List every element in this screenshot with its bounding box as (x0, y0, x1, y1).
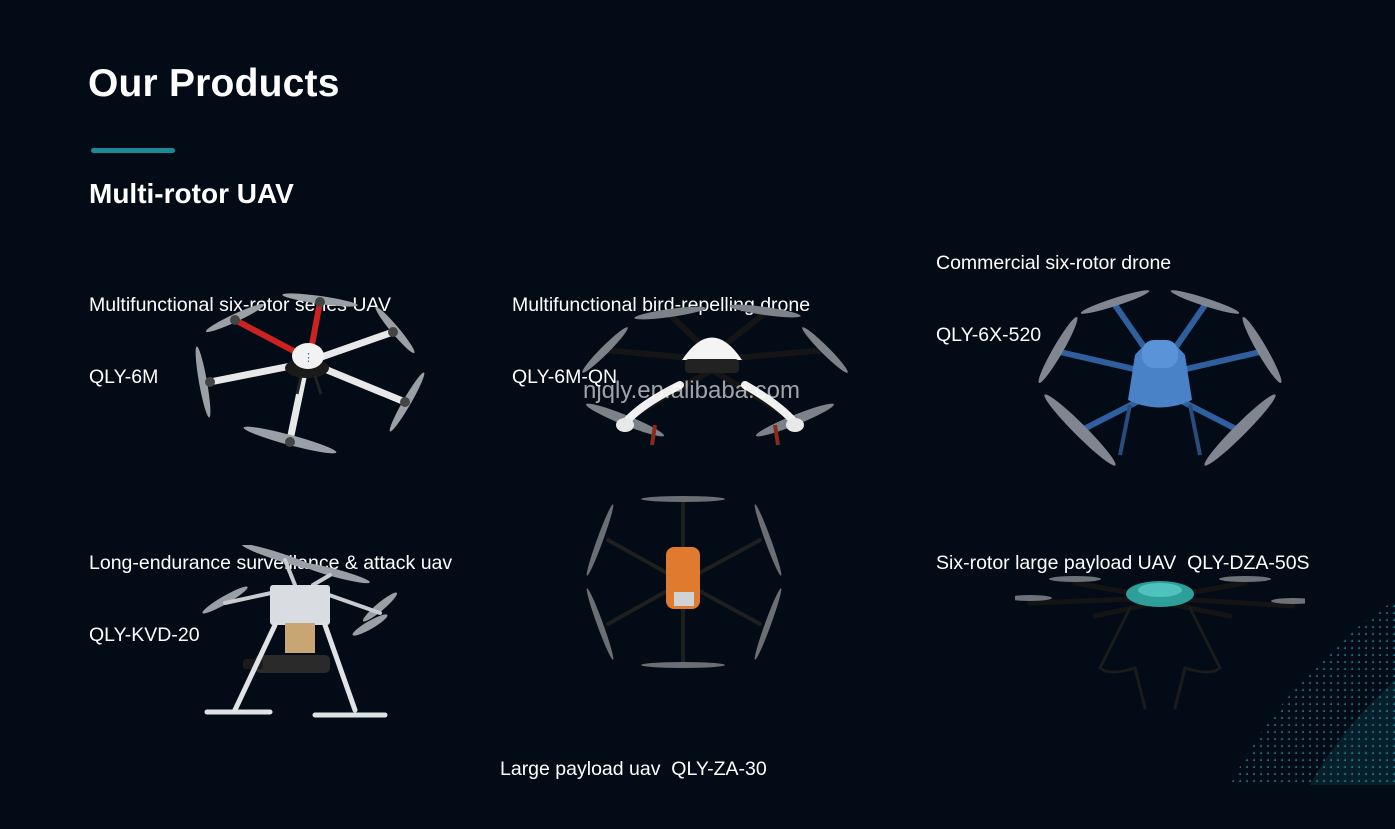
product-name: Six-rotor large payload UAV QLY-DZA-50S (936, 552, 1310, 574)
product-model: QLY-6M-QN (512, 366, 618, 388)
drone-qly-dza-50s-icon (1015, 576, 1305, 710)
product-label-qly-dza-50s: Six-rotor large payload UAV QLY-DZA-50S (936, 503, 1310, 623)
product-name: Large payload uav QLY-ZA-30 (500, 758, 767, 780)
product-label-qly-kvd-20: Long-endurance surveillance & attack uav… (89, 503, 452, 695)
product-name: Commercial six-rotor drone (936, 252, 1172, 274)
decorative-dot-wave (1230, 600, 1395, 785)
section-subtitle: Multi-rotor UAV (89, 178, 294, 209)
drone-qly-za-30-icon (586, 496, 782, 668)
page-title: Our Products (88, 62, 340, 105)
product-label-qly-6x-520: Commercial six-rotor drone QLY-6X-520 (936, 203, 1171, 395)
drone-qly-kvd-20-icon (202, 545, 398, 718)
watermark: njqly.en.alibaba.com (583, 377, 801, 404)
product-model: QLY-6M (89, 366, 159, 388)
product-label-qly-za-30: Large payload uav QLY-ZA-30 (500, 709, 767, 829)
product-model: QLY-6X-520 (936, 324, 1042, 346)
product-model: QLY-KVD-20 (89, 624, 200, 646)
drone-qly-6x-520-icon (1038, 290, 1282, 466)
product-name: Long-endurance surveillance & attack uav (89, 552, 453, 574)
drone-qly-6m-icon: ⋮ (195, 293, 425, 454)
drone-qly-6m-qn-icon (582, 304, 848, 446)
title-accent-bar (91, 148, 175, 153)
svg-text:⋮: ⋮ (303, 352, 314, 364)
